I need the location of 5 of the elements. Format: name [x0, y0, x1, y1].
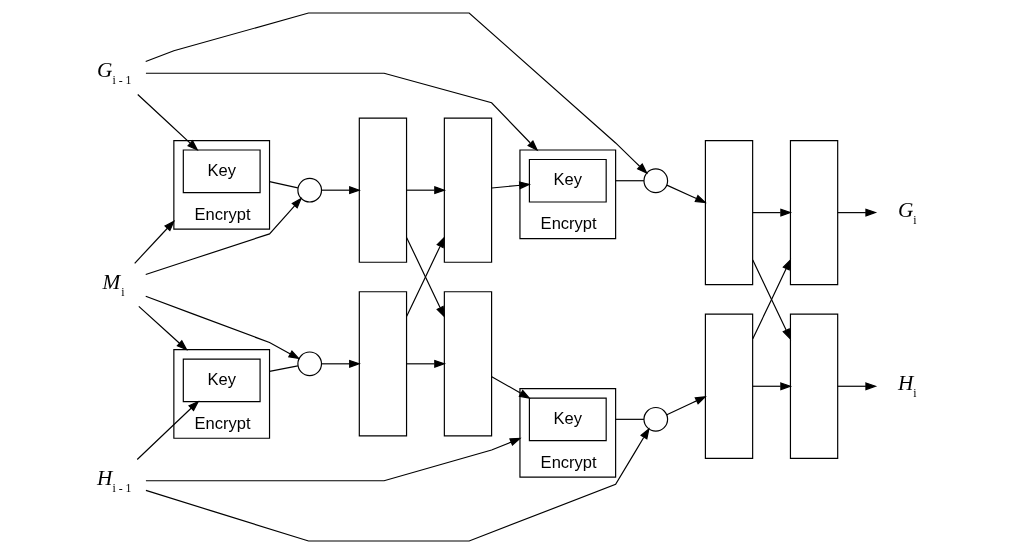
node-text: G$_{i - 1}$	[97, 58, 132, 88]
node-text: G$_{i}$	[897, 197, 917, 227]
node-text: H$_{i}$	[897, 371, 917, 401]
node-text: H$_{i - 1}$	[97, 465, 132, 495]
node-text: M$_{i}$	[102, 269, 125, 299]
